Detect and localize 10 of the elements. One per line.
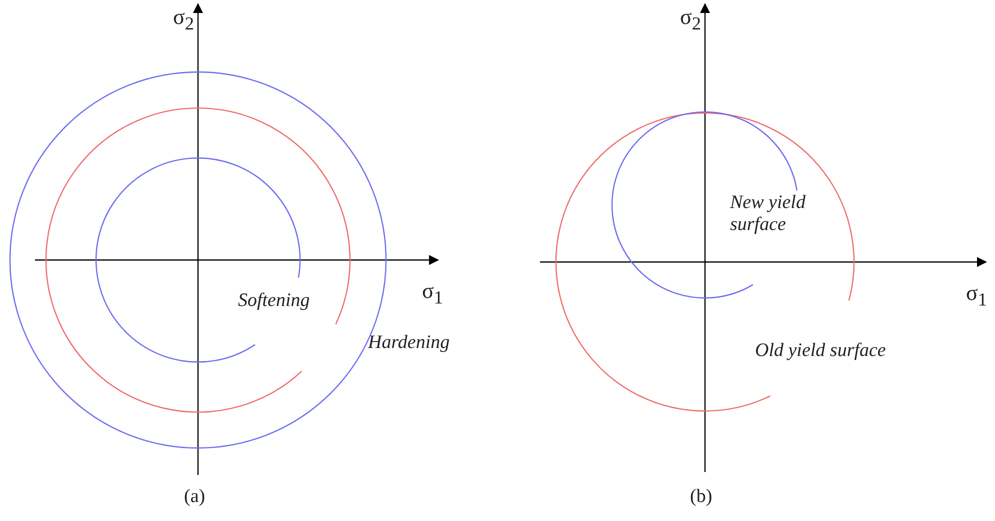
panel-label: (a) [184, 486, 206, 508]
axis-label: σ$_{2}$ [173, 6, 194, 34]
curve-label: Softening [238, 290, 310, 312]
axis-label: σ$_{1}$ [966, 282, 988, 310]
axis-label: σ$_{1}$ [422, 280, 444, 308]
panel-label: (b) [690, 486, 712, 508]
curve-label: Old yield surface [755, 340, 886, 362]
curve-label: Hardening [368, 332, 450, 354]
curve-label: New yield surface [730, 192, 806, 236]
axis-label: σ$_{2}$ [680, 6, 702, 34]
